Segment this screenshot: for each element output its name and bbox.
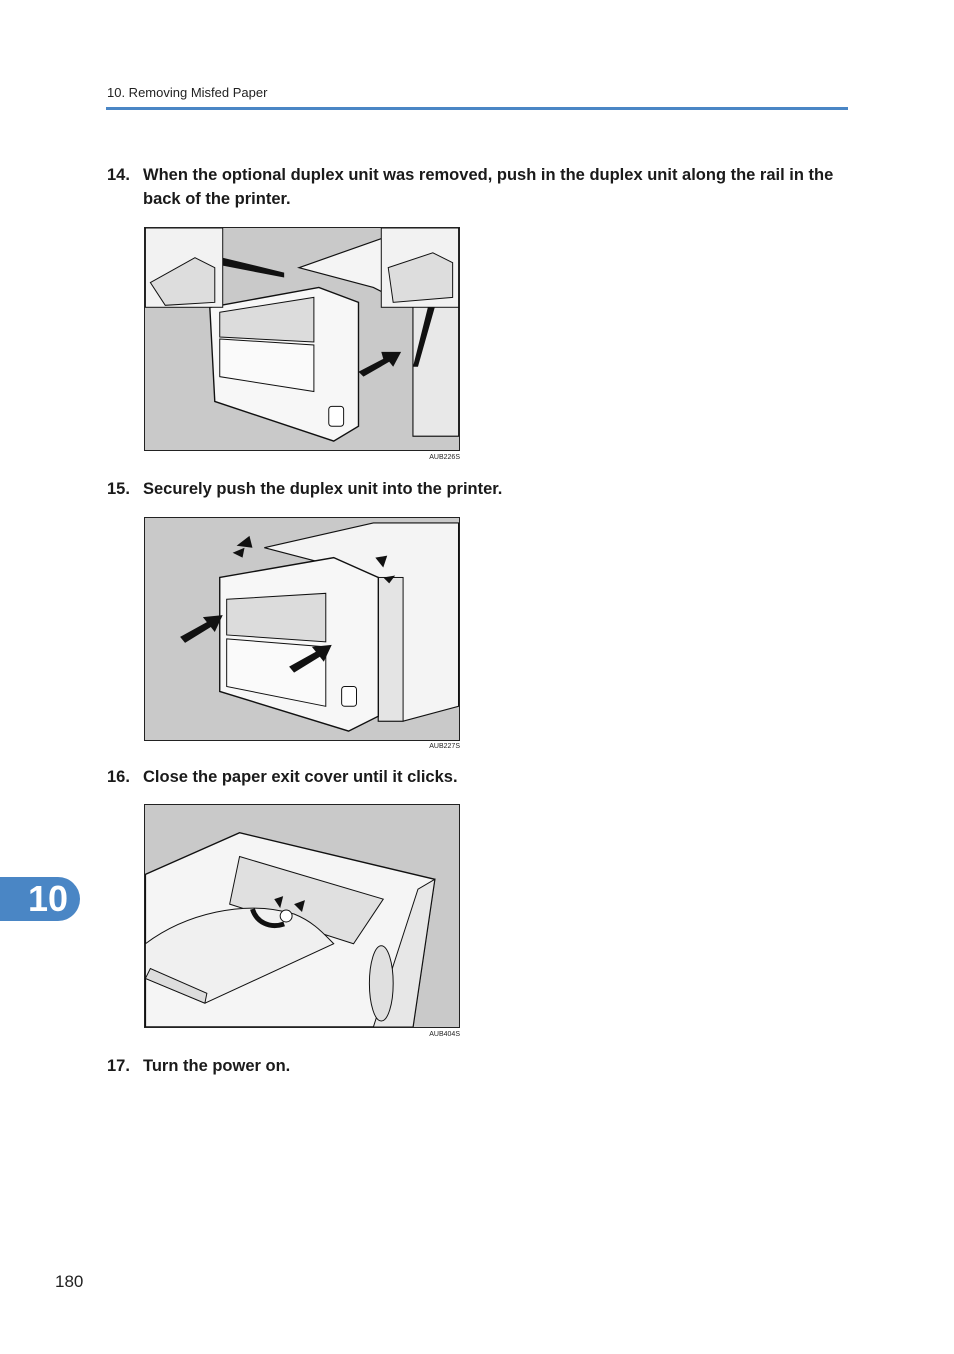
chapter-tab-number: 10 (27, 878, 69, 919)
step-number: 14. (107, 166, 130, 184)
step-16: 16. Close the paper exit cover until it … (107, 765, 458, 789)
step-text: Turn the power on. (143, 1057, 291, 1075)
step-number: 16. (107, 768, 130, 786)
figure-code: AUB404S (429, 1031, 460, 1038)
step-text: When the optional duplex unit was remove… (143, 166, 834, 208)
step-text: Close the paper exit cover until it clic… (143, 768, 458, 786)
illustration-push-duplex (145, 518, 459, 740)
figure-code: AUB227S (429, 743, 460, 750)
header-rule (106, 107, 848, 110)
figure-push-duplex (144, 517, 460, 741)
step-number: 17. (107, 1057, 130, 1075)
figure-close-exit-cover (144, 804, 460, 1028)
figure-code: AUB226S (429, 454, 460, 461)
figure-duplex-rail (144, 227, 460, 451)
chapter-tab: 10 (0, 877, 80, 921)
step-17: 17. Turn the power on. (107, 1054, 290, 1078)
page-number: 180 (55, 1272, 84, 1291)
step-number: 15. (107, 480, 130, 498)
illustration-duplex-rail (145, 228, 459, 450)
illustration-close-exit-cover (145, 805, 459, 1027)
step-15: 15. Securely push the duplex unit into t… (107, 477, 502, 501)
step-text: Securely push the duplex unit into the p… (143, 480, 503, 498)
step-14: 14. When the optional duplex unit was re… (107, 163, 842, 211)
chapter-header: 10. Removing Misfed Paper (107, 85, 268, 100)
